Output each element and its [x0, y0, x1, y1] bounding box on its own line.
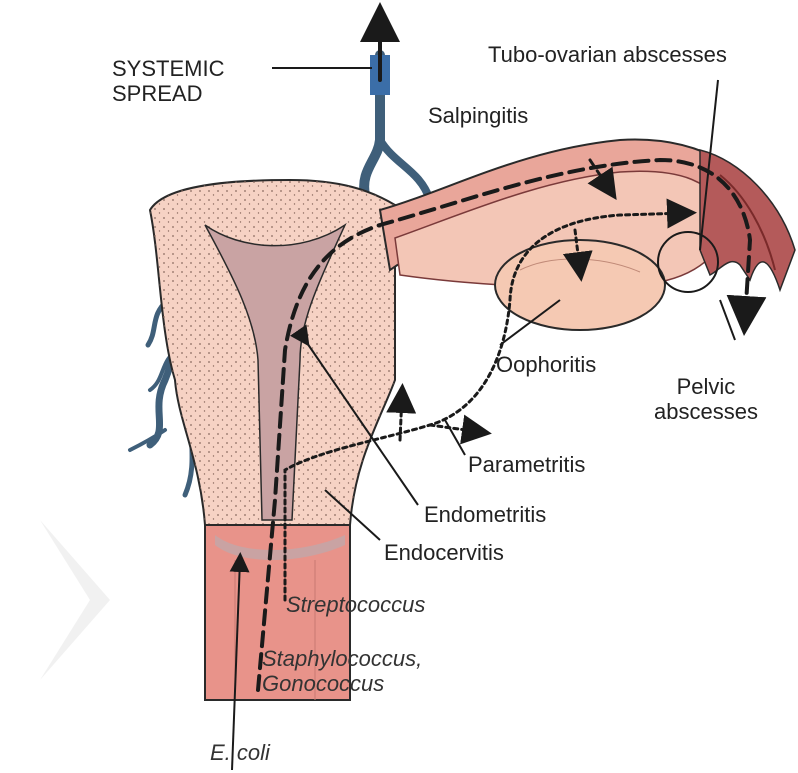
label-streptococcus: Streptococcus	[286, 592, 425, 617]
label-staph-gono: Staphylococcus, Gonococcus	[262, 646, 422, 697]
uterus-body	[150, 180, 395, 525]
watermark-shape	[40, 520, 110, 680]
pelvic-line-1: Pelvic	[654, 374, 758, 399]
label-pelvic-abscesses: Pelvic abscesses	[654, 374, 758, 425]
label-endometritis: Endometritis	[424, 502, 546, 527]
label-parametritis: Parametritis	[468, 452, 585, 477]
label-salpingitis: Salpingitis	[428, 103, 528, 128]
label-ecoli: E. coli	[210, 740, 270, 765]
gono-line: Gonococcus	[262, 671, 422, 696]
systemic-line-1: SYSTEMIC	[112, 56, 224, 81]
ovary	[495, 240, 665, 330]
label-oophoritis: Oophoritis	[496, 352, 596, 377]
label-endocervitis: Endocervitis	[384, 540, 504, 565]
pelvic-line-2: abscesses	[654, 399, 758, 424]
label-tubo-ovarian: Tubo-ovarian abscesses	[488, 42, 727, 67]
staph-line: Staphylococcus,	[262, 646, 422, 671]
systemic-line-2: SPREAD	[112, 81, 224, 106]
label-systemic-spread: SYSTEMIC SPREAD	[112, 56, 224, 107]
